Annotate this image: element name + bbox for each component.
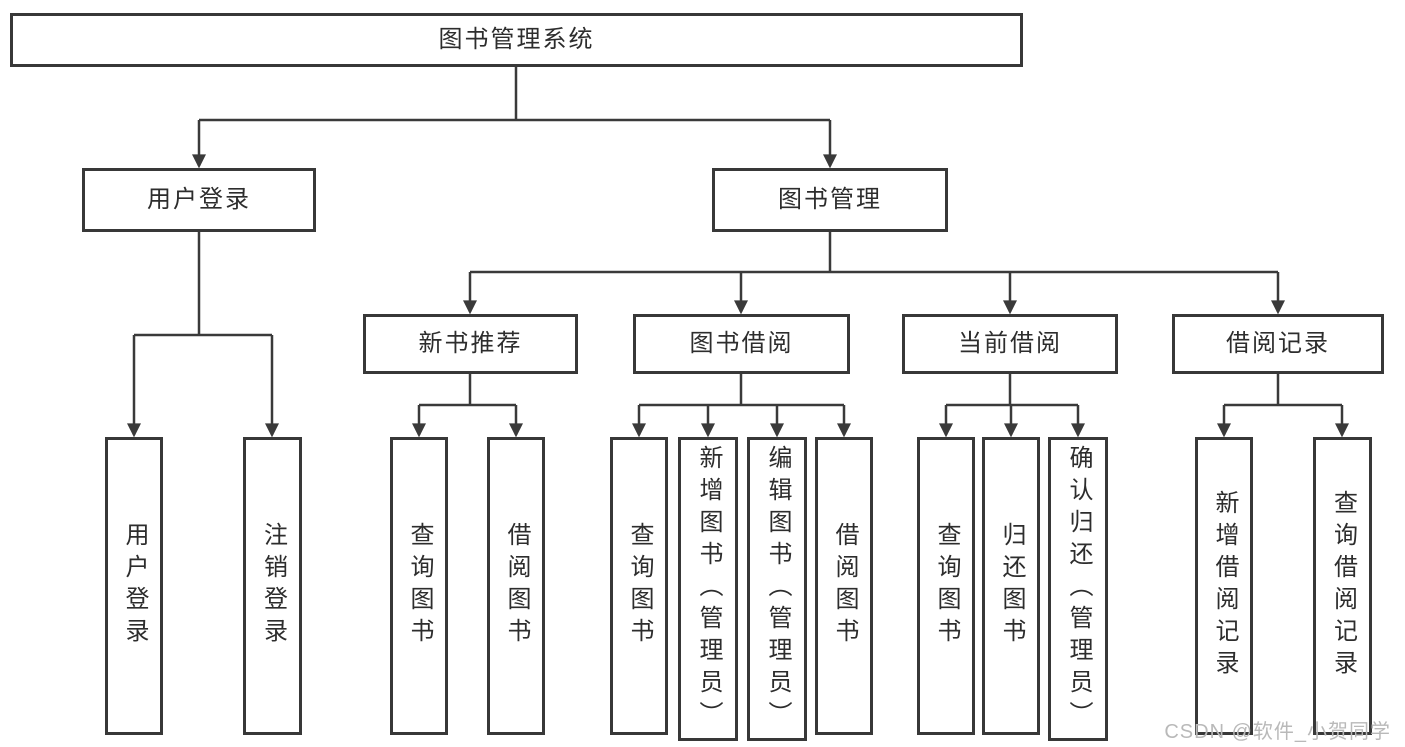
node-borrow-records: 借阅记录 xyxy=(1172,314,1384,374)
node-current-borrow: 当前借阅 xyxy=(902,314,1118,374)
node-label-confirm-return-admin: 确认归还（管理员） xyxy=(1065,445,1092,733)
node-add-borrow-record: 新增借阅记录 xyxy=(1195,437,1253,735)
node-borrow-books-b: 借阅图书 xyxy=(815,437,873,735)
node-label-query-books-a: 查询图书 xyxy=(406,522,433,650)
node-label-logout-leaf: 注销登录 xyxy=(259,522,287,650)
node-label-borrow-books-a: 借阅图书 xyxy=(503,522,530,650)
node-label-book-mgmt-group: 图书管理 xyxy=(778,186,882,213)
node-label-borrow-books-b: 借阅图书 xyxy=(831,522,858,650)
node-logout-leaf: 注销登录 xyxy=(243,437,302,735)
node-label-current-borrow: 当前借阅 xyxy=(958,330,1062,357)
node-user-login-leaf: 用户登录 xyxy=(105,437,163,735)
node-user-login-group: 用户登录 xyxy=(82,168,316,232)
node-label-add-books-admin: 新增图书（管理员） xyxy=(695,445,722,733)
node-new-book-rec: 新书推荐 xyxy=(363,314,578,374)
node-label-book-borrow: 图书借阅 xyxy=(689,330,794,357)
csdn-watermark: CSDN @软件_小贺同学 xyxy=(1164,721,1391,743)
node-return-books: 归还图书 xyxy=(982,437,1040,735)
node-label-borrow-records: 借阅记录 xyxy=(1226,330,1330,357)
node-query-borrow-record: 查询借阅记录 xyxy=(1313,437,1372,735)
node-label-return-books: 归还图书 xyxy=(998,522,1025,650)
node-label-user-login-leaf: 用户登录 xyxy=(121,522,148,650)
node-query-books-a: 查询图书 xyxy=(390,437,448,735)
node-book-mgmt-group: 图书管理 xyxy=(712,168,948,232)
node-query-books-c: 查询图书 xyxy=(917,437,975,735)
node-confirm-return-admin: 确认归还（管理员） xyxy=(1048,437,1108,741)
node-root: 图书管理系统 xyxy=(10,13,1023,67)
node-label-query-borrow-record: 查询借阅记录 xyxy=(1329,490,1357,682)
node-add-books-admin: 新增图书（管理员） xyxy=(678,437,738,741)
node-edit-books-admin: 编辑图书（管理员） xyxy=(747,437,807,741)
node-book-borrow: 图书借阅 xyxy=(633,314,850,374)
node-query-books-b: 查询图书 xyxy=(610,437,668,735)
node-label-add-borrow-record: 新增借阅记录 xyxy=(1211,490,1238,682)
node-label-user-login-group: 用户登录 xyxy=(147,186,251,213)
node-label-query-books-c: 查询图书 xyxy=(933,522,960,650)
node-label-query-books-b: 查询图书 xyxy=(626,522,653,650)
node-label-edit-books-admin: 编辑图书（管理员） xyxy=(764,445,791,733)
node-borrow-books-a: 借阅图书 xyxy=(487,437,545,735)
node-label-new-book-rec: 新书推荐 xyxy=(418,330,523,357)
node-label-root: 图书管理系统 xyxy=(438,26,595,53)
